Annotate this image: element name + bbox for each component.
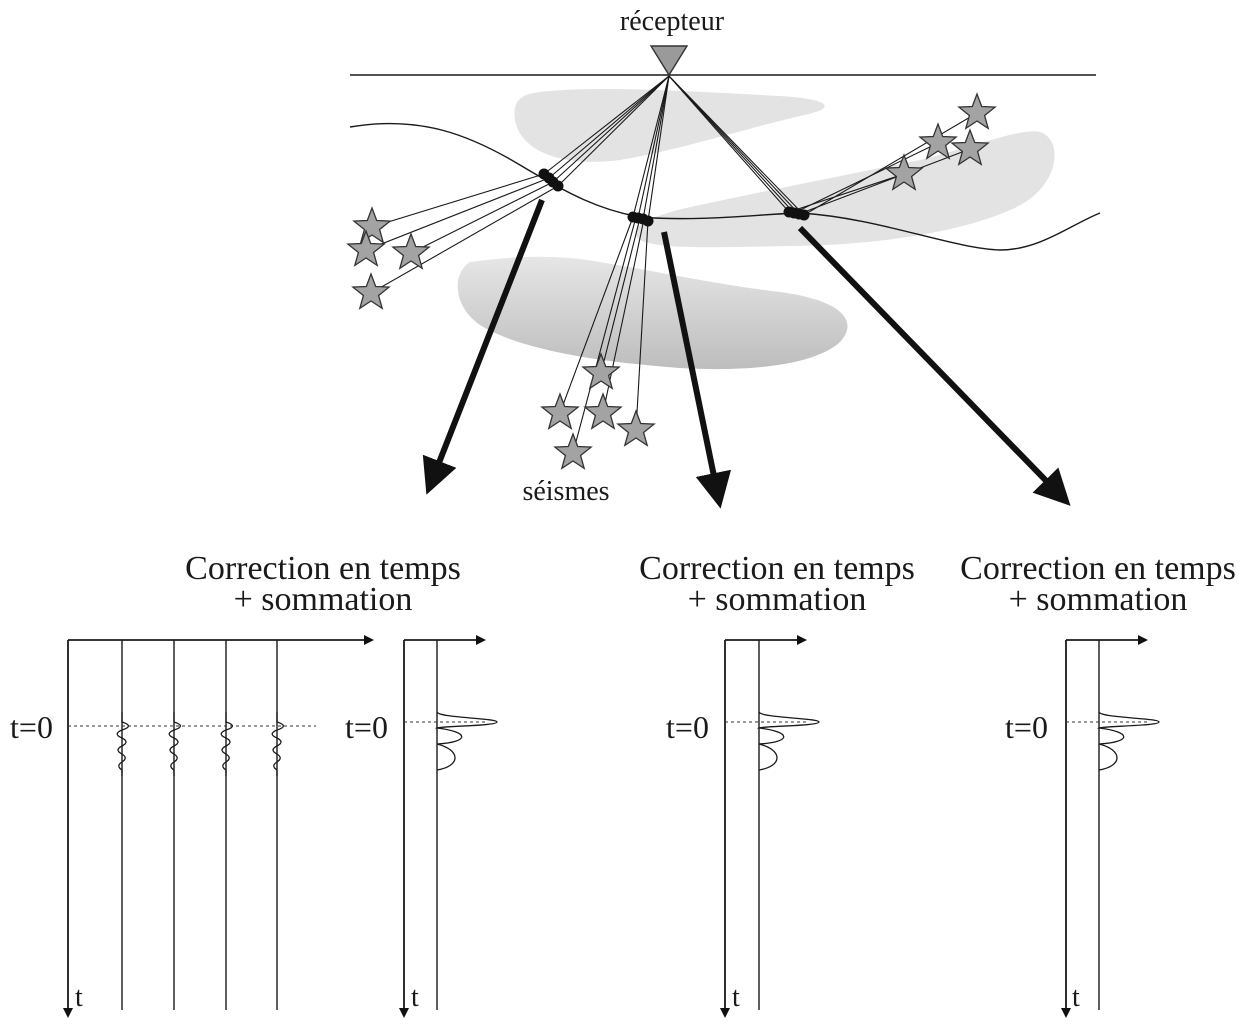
receiver-label: récepteur [620, 6, 725, 37]
seismogram-trace [220, 712, 234, 776]
earthquake-star-icon [351, 272, 391, 310]
stacked-waveform [434, 711, 498, 771]
panel-title-left: Correction en temps + sommation [185, 550, 461, 618]
arrow-to-panel-left [422, 198, 545, 495]
panel-title-left-line1: Correction en temps [185, 550, 461, 587]
t0-label-stack: t=0 [345, 709, 388, 745]
panel-title-right-line2: + sommation [1009, 581, 1188, 618]
earthquake-star-icon [391, 232, 431, 270]
panel-title-middle-line1: Correction en temps [639, 550, 915, 587]
earthquake-star-icon [957, 92, 997, 130]
earthquake-star-icon [352, 206, 392, 244]
t0-label-right: t=0 [1005, 709, 1048, 745]
earthquake-star-icon [540, 392, 580, 430]
stacked-trace [1096, 711, 1160, 771]
shaded-body-middle [635, 131, 1055, 248]
t-label-middle: t [732, 982, 740, 1013]
panel-title-right: Correction en temps + sommation [960, 550, 1236, 618]
arrow-to-panel-right [797, 225, 1071, 506]
panel-middle-stack: t=0 t [666, 635, 820, 1018]
t-label-stack: t [411, 982, 419, 1013]
t0-label-left: t=0 [10, 709, 53, 745]
earthquakes-label: séismes [522, 476, 609, 507]
earthquake-star-icon [583, 392, 623, 430]
seismogram-trace [116, 712, 130, 776]
shaded-body-lower [457, 256, 848, 370]
earth-model: récepteur [346, 6, 1101, 509]
panel-left-traces: t=0 t [10, 635, 374, 1018]
panel-title-middle-line2: + sommation [688, 581, 867, 618]
panel-right-stack: t=0 t [1005, 635, 1160, 1018]
stacked-trace [434, 711, 498, 771]
t-label-left: t [75, 982, 83, 1013]
arrow-to-panel-middle [661, 231, 732, 509]
panel-title-right-line1: Correction en temps [960, 550, 1236, 587]
earthquake-star-icon [950, 128, 990, 166]
ray-bundle-middle [559, 75, 670, 454]
t-label-right: t [1072, 982, 1080, 1013]
ray-bundle-left [365, 75, 670, 294]
earthquake-star-icon [918, 122, 958, 160]
earthquake-stars [346, 92, 997, 470]
earthquake-star-icon [553, 432, 593, 470]
t0-label-middle: t=0 [666, 709, 709, 745]
piercing-points-middle [627, 211, 654, 227]
stacked-waveform [756, 711, 820, 771]
stacked-waveform [1096, 711, 1160, 771]
interface-line [349, 122, 1101, 251]
earthquake-star-icon [884, 153, 924, 191]
panel-title-left-line2: + sommation [234, 581, 413, 618]
panel-left-stack: t=0 t [345, 635, 498, 1018]
seismogram-traces [116, 712, 285, 776]
piercing-points-right [783, 206, 810, 221]
seismogram-trace [271, 712, 285, 776]
panel-title-middle: Correction en temps + sommation [639, 550, 915, 618]
stacked-trace [756, 711, 820, 771]
earthquake-star-icon [581, 352, 621, 390]
earthquake-star-icon [616, 409, 656, 447]
receiver-triangle-icon [649, 45, 689, 77]
piercing-points-left [538, 168, 564, 192]
seismogram-trace [168, 712, 182, 776]
earthquake-star-icon [346, 229, 386, 267]
ray-bundle-right [668, 75, 978, 216]
shaded-body-upper [514, 89, 825, 162]
